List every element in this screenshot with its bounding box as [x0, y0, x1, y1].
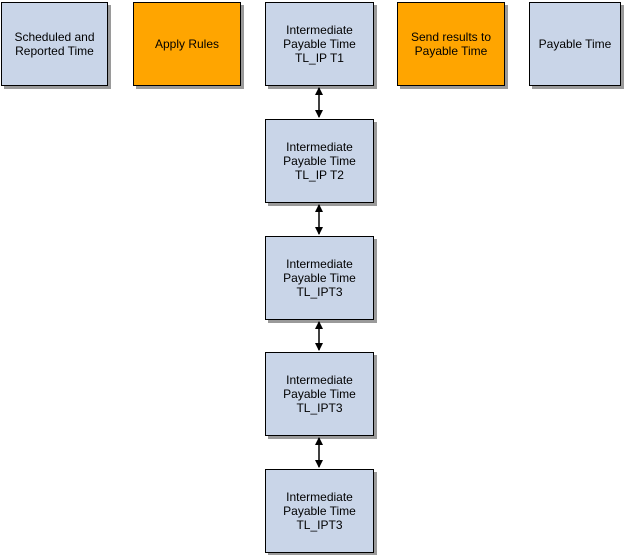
intermediate-payable-time-t2-box: Intermediate Payable Time TL_IP T2 — [265, 119, 374, 203]
intermediate-payable-time-ipt3-box-1: Intermediate Payable Time TL_IPT3 — [265, 236, 374, 320]
apply-rules-box: Apply Rules — [133, 2, 241, 86]
intermediate-payable-time-t1-box: Intermediate Payable Time TL_IP T1 — [265, 2, 374, 86]
intermediate-payable-time-ipt3-box-2: Intermediate Payable Time TL_IPT3 — [265, 352, 374, 436]
scheduled-reported-time-box: Scheduled and Reported Time — [1, 2, 108, 86]
intermediate-payable-time-ipt3-box-3: Intermediate Payable Time TL_IPT3 — [265, 469, 374, 553]
payable-time-box: Payable Time — [529, 2, 621, 86]
send-results-box: Send results to Payable Time — [397, 2, 505, 86]
